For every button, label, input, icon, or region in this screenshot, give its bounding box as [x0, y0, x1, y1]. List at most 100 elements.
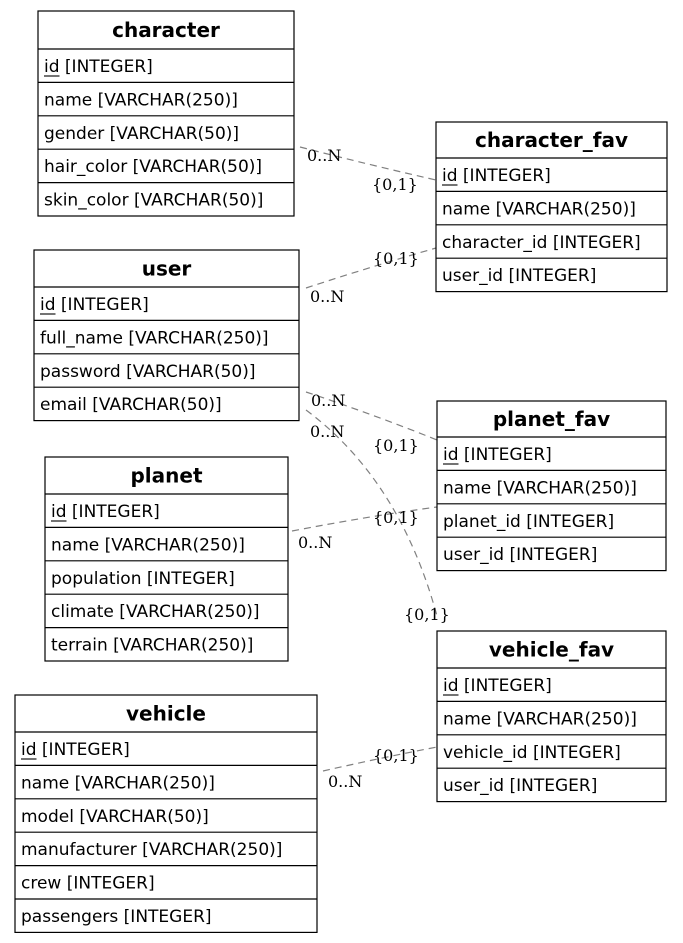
field-type: [VARCHAR(250)]	[108, 636, 254, 656]
entity-title: user	[142, 257, 192, 281]
field-name: id	[51, 502, 67, 522]
field-type: [VARCHAR(50)]	[127, 157, 262, 177]
cardinality-labels: 0..N{0,1}0..N{0,1}0..N{0,1}0..N{0,1}0..N…	[298, 146, 450, 791]
field-row: skin_color [VARCHAR(50)]	[44, 191, 263, 211]
field-type: [VARCHAR(250)]	[114, 602, 260, 622]
field-row: population [INTEGER]	[51, 569, 235, 589]
field-name: id	[40, 295, 56, 315]
field-type: [INTEGER]	[459, 445, 552, 465]
field-row: user_id [INTEGER]	[443, 545, 597, 565]
field-type: [INTEGER]	[56, 295, 149, 315]
field-type: [INTEGER]	[504, 545, 597, 565]
field-row: climate [VARCHAR(250)]	[51, 602, 260, 622]
field-type: [VARCHAR(250)]	[92, 90, 238, 110]
field-type: [VARCHAR(250)]	[123, 328, 269, 348]
entity-title: vehicle	[126, 702, 206, 726]
field-row: user_id [INTEGER]	[443, 776, 597, 796]
field-name: name	[21, 773, 69, 793]
field-row: gender [VARCHAR(50)]	[44, 124, 239, 144]
entity-box	[44, 456, 289, 662]
field-name: id	[442, 166, 458, 186]
field-row: id [INTEGER]	[443, 445, 552, 465]
entity-title: character_fav	[475, 128, 628, 152]
cardinality-to: {0,1}	[372, 175, 418, 194]
relationship-lines	[291, 146, 438, 772]
field-row: id [INTEGER]	[21, 740, 130, 760]
field-name: name	[443, 478, 491, 498]
cardinality-to: {0,1}	[373, 436, 419, 455]
field-row: passengers [INTEGER]	[21, 907, 212, 927]
field-type: [INTEGER]	[528, 743, 621, 763]
entity-vehicle: vehicle id [INTEGER] name [VARCHAR(250)] mo…	[14, 694, 318, 933]
field-name: email	[40, 395, 87, 415]
cardinality-from: 0..N	[310, 422, 344, 441]
field-type: [VARCHAR(50)]	[129, 191, 264, 211]
field-type: [INTEGER]	[37, 740, 130, 760]
field-name: id	[21, 740, 37, 760]
field-name: skin_color	[44, 191, 129, 211]
entity-title: vehicle_fav	[489, 638, 614, 662]
field-row: manufacturer [VARCHAR(250)]	[21, 840, 282, 860]
field-type: [INTEGER]	[547, 233, 640, 253]
field-row: name [VARCHAR(250)]	[443, 709, 637, 729]
field-row: planet_id [INTEGER]	[443, 512, 614, 532]
field-type: [INTEGER]	[60, 57, 153, 77]
field-name: planet_id	[443, 512, 521, 532]
field-type: [INTEGER]	[141, 569, 234, 589]
cardinality-from: 0..N	[298, 533, 332, 552]
cardinality-to: {0,1}	[404, 605, 450, 624]
field-name: climate	[51, 602, 114, 622]
field-type: [VARCHAR(50)]	[121, 362, 256, 382]
field-name: population	[51, 569, 141, 589]
field-row: email [VARCHAR(50)]	[40, 395, 222, 415]
field-name: terrain	[51, 636, 108, 656]
field-name: manufacturer	[21, 840, 137, 860]
field-name: password	[40, 362, 121, 382]
field-row: model [VARCHAR(50)]	[21, 807, 209, 827]
entity-box	[37, 10, 295, 217]
field-row: character_id [INTEGER]	[442, 233, 641, 253]
field-row: name [VARCHAR(250)]	[51, 535, 245, 555]
field-row: name [VARCHAR(250)]	[44, 90, 238, 110]
entity-box	[14, 694, 318, 933]
field-type: [INTEGER]	[458, 166, 551, 186]
field-type: [VARCHAR(250)]	[491, 709, 637, 729]
field-type: [INTEGER]	[67, 502, 160, 522]
field-name: crew	[21, 874, 61, 894]
cardinality-to: {0,1}	[373, 249, 419, 268]
field-row: full_name [VARCHAR(250)]	[40, 328, 269, 348]
field-type: [INTEGER]	[459, 676, 552, 696]
entity-box	[33, 249, 300, 422]
field-row: hair_color [VARCHAR(50)]	[44, 157, 262, 177]
field-name: user_id	[442, 266, 503, 286]
field-row: user_id [INTEGER]	[442, 266, 596, 286]
field-row: name [VARCHAR(250)]	[442, 199, 636, 219]
cardinality-to: {0,1}	[373, 746, 419, 765]
field-type: [INTEGER]	[503, 266, 596, 286]
cardinality-from: 0..N	[328, 772, 362, 791]
field-name: model	[21, 807, 74, 827]
field-row: id [INTEGER]	[443, 676, 552, 696]
cardinality-from: 0..N	[311, 391, 345, 410]
field-type: [INTEGER]	[118, 907, 211, 927]
field-row: crew [INTEGER]	[21, 874, 155, 894]
field-row: name [VARCHAR(250)]	[21, 773, 215, 793]
field-type: [INTEGER]	[521, 512, 614, 532]
field-row: id [INTEGER]	[40, 295, 149, 315]
entity-title: planet	[130, 464, 202, 488]
entity-user: user id [INTEGER] full_name [VARCHAR(250)]…	[33, 249, 300, 422]
relationship-line-planet-to-planet_fav	[291, 506, 438, 532]
field-row: name [VARCHAR(250)]	[443, 478, 637, 498]
field-type: [INTEGER]	[61, 874, 154, 894]
field-type: [VARCHAR(50)]	[87, 395, 222, 415]
field-name: name	[442, 199, 490, 219]
field-name: hair_color	[44, 157, 127, 177]
field-type: [VARCHAR(50)]	[74, 807, 209, 827]
field-name: user_id	[443, 776, 504, 796]
relationship-line-user-to-vehicle_fav	[305, 409, 438, 617]
entity-box	[436, 400, 667, 572]
field-name: gender	[44, 124, 104, 144]
